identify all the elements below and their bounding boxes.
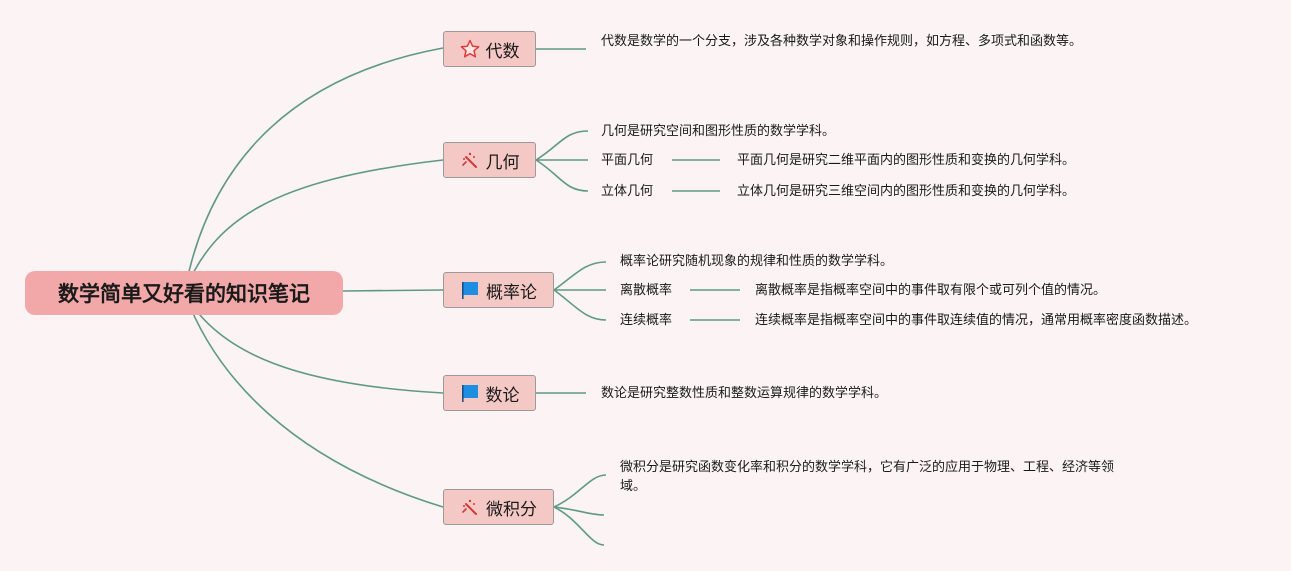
star-icon bbox=[460, 39, 480, 59]
branch-geometry[interactable]: 几何 bbox=[443, 142, 536, 178]
branch-calculus[interactable]: 微积分 bbox=[443, 489, 554, 525]
link-root-algebra bbox=[184, 47, 444, 291]
branch-number-theory[interactable]: 数论 bbox=[443, 375, 536, 411]
root-topic[interactable]: 数学简单又好看的知识笔记 bbox=[25, 271, 343, 315]
flag-icon bbox=[460, 280, 480, 300]
link-calculus-stub2 bbox=[553, 506, 605, 546]
branch-label: 几何 bbox=[485, 152, 520, 173]
link-root-geometry bbox=[184, 159, 444, 291]
probability-sub-discrete[interactable]: 离散概率 bbox=[620, 283, 673, 298]
geometry-sub-plane-description: 平面几何是研究二维平面内的图形性质和变换的几何学科。 bbox=[737, 153, 1076, 168]
link-probability-desc bbox=[553, 261, 607, 291]
probability-sub-continuous-description: 连续概率是指概率空间中的事件取连续值的情况，通常用概率密度函数描述。 bbox=[755, 313, 1198, 328]
branch-algebra[interactable]: 代数 bbox=[443, 31, 536, 67]
flag-icon bbox=[460, 383, 480, 403]
link-geometry-sub2 bbox=[535, 159, 589, 192]
branch-label: 概率论 bbox=[486, 282, 537, 303]
geometry-sub-solid-description: 立体几何是研究三维空间内的图形性质和变换的几何学科。 bbox=[737, 184, 1076, 199]
algebra-description: 代数是数学的一个分支，涉及各种数学对象和操作规则，如方程、多项式和函数等。 bbox=[601, 34, 1083, 49]
link-calculus-desc bbox=[553, 474, 607, 508]
geometry-sub-solid[interactable]: 立体几何 bbox=[601, 184, 654, 199]
number-theory-description: 数论是研究整数性质和整数运算规律的数学学科。 bbox=[601, 386, 888, 401]
magic-wand-icon bbox=[460, 497, 480, 517]
link-root-number-theory bbox=[184, 293, 444, 394]
probability-sub-continuous[interactable]: 连续概率 bbox=[620, 313, 673, 328]
link-root-probability bbox=[342, 289, 444, 292]
link-root-calculus bbox=[184, 293, 444, 508]
probability-sub-discrete-description: 离散概率是指概率空间中的事件取有限个或可列个值的情况。 bbox=[755, 283, 1107, 298]
magic-wand-icon bbox=[460, 150, 480, 170]
root-title: 数学简单又好看的知识笔记 bbox=[58, 282, 310, 306]
calculus-description: 微积分是研究函数变化率和积分的数学学科，它有广泛的应用于物理、工程、经济等领域。 bbox=[620, 460, 1115, 494]
link-probability-sub2 bbox=[553, 289, 607, 321]
link-calculus-stub1 bbox=[553, 506, 605, 516]
branch-probability[interactable]: 概率论 bbox=[443, 272, 554, 308]
link-geometry-desc bbox=[535, 130, 589, 161]
geometry-sub-plane[interactable]: 平面几何 bbox=[601, 153, 654, 168]
branch-label: 数论 bbox=[485, 385, 520, 406]
branch-label: 代数 bbox=[485, 41, 520, 62]
branch-label: 微积分 bbox=[486, 499, 537, 520]
probability-description: 概率论研究随机现象的规律和性质的数学学科。 bbox=[620, 254, 894, 269]
geometry-description: 几何是研究空间和图形性质的数学学科。 bbox=[601, 124, 836, 139]
